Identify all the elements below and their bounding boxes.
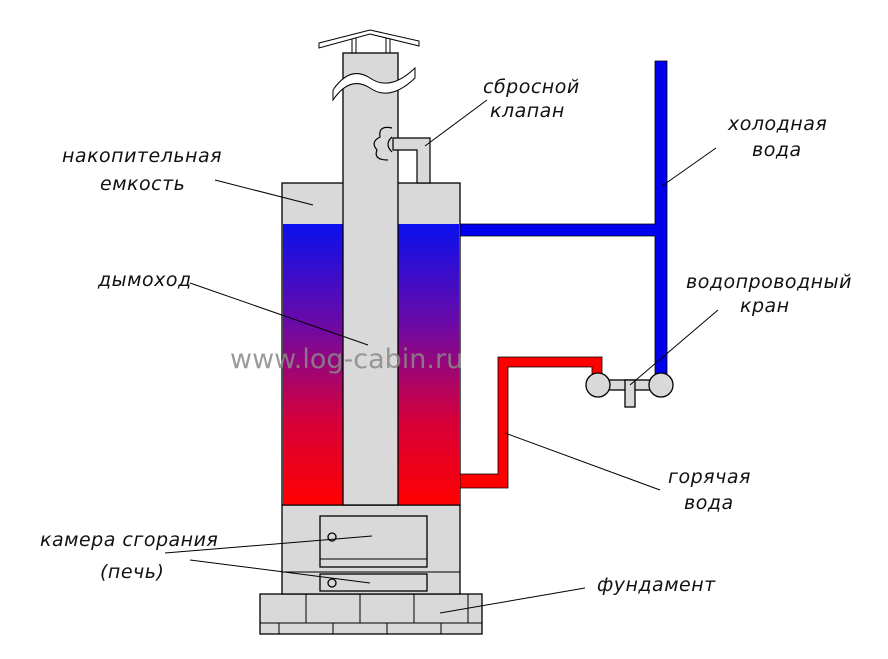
- label-relief-valve-2: клапан: [490, 100, 565, 122]
- leader-lines: [164, 99, 719, 614]
- water-tap: [585, 372, 674, 408]
- hot-water-pipe: [459, 356, 603, 489]
- foundation-bricks: [259, 593, 483, 635]
- label-storage-tank-1: накопительная: [62, 145, 222, 167]
- label-hot-water-1: горячая: [668, 466, 751, 488]
- label-cold-water-2: вода: [752, 139, 802, 161]
- label-relief-valve-1: сбросной: [483, 76, 580, 98]
- label-combustion-chamber-1: камера сгорания: [40, 529, 218, 551]
- combustion-chamber: [281, 504, 461, 595]
- label-water-tap-2: кран: [740, 295, 790, 317]
- label-chimney: дымоход: [97, 269, 192, 291]
- label-foundation: фундамент: [597, 574, 716, 596]
- label-water-tap-1: водопроводный: [686, 271, 852, 293]
- chimney: [318, 29, 420, 506]
- label-hot-water-2: вода: [684, 492, 734, 514]
- relief-valve: [373, 126, 431, 184]
- steam-icon: [373, 126, 393, 161]
- label-combustion-chamber-2: (печь): [100, 561, 164, 583]
- label-cold-water-1: холодная: [727, 113, 827, 135]
- watermark: www.log-cabin.ru: [230, 344, 463, 375]
- label-storage-tank-2: емкость: [100, 173, 185, 195]
